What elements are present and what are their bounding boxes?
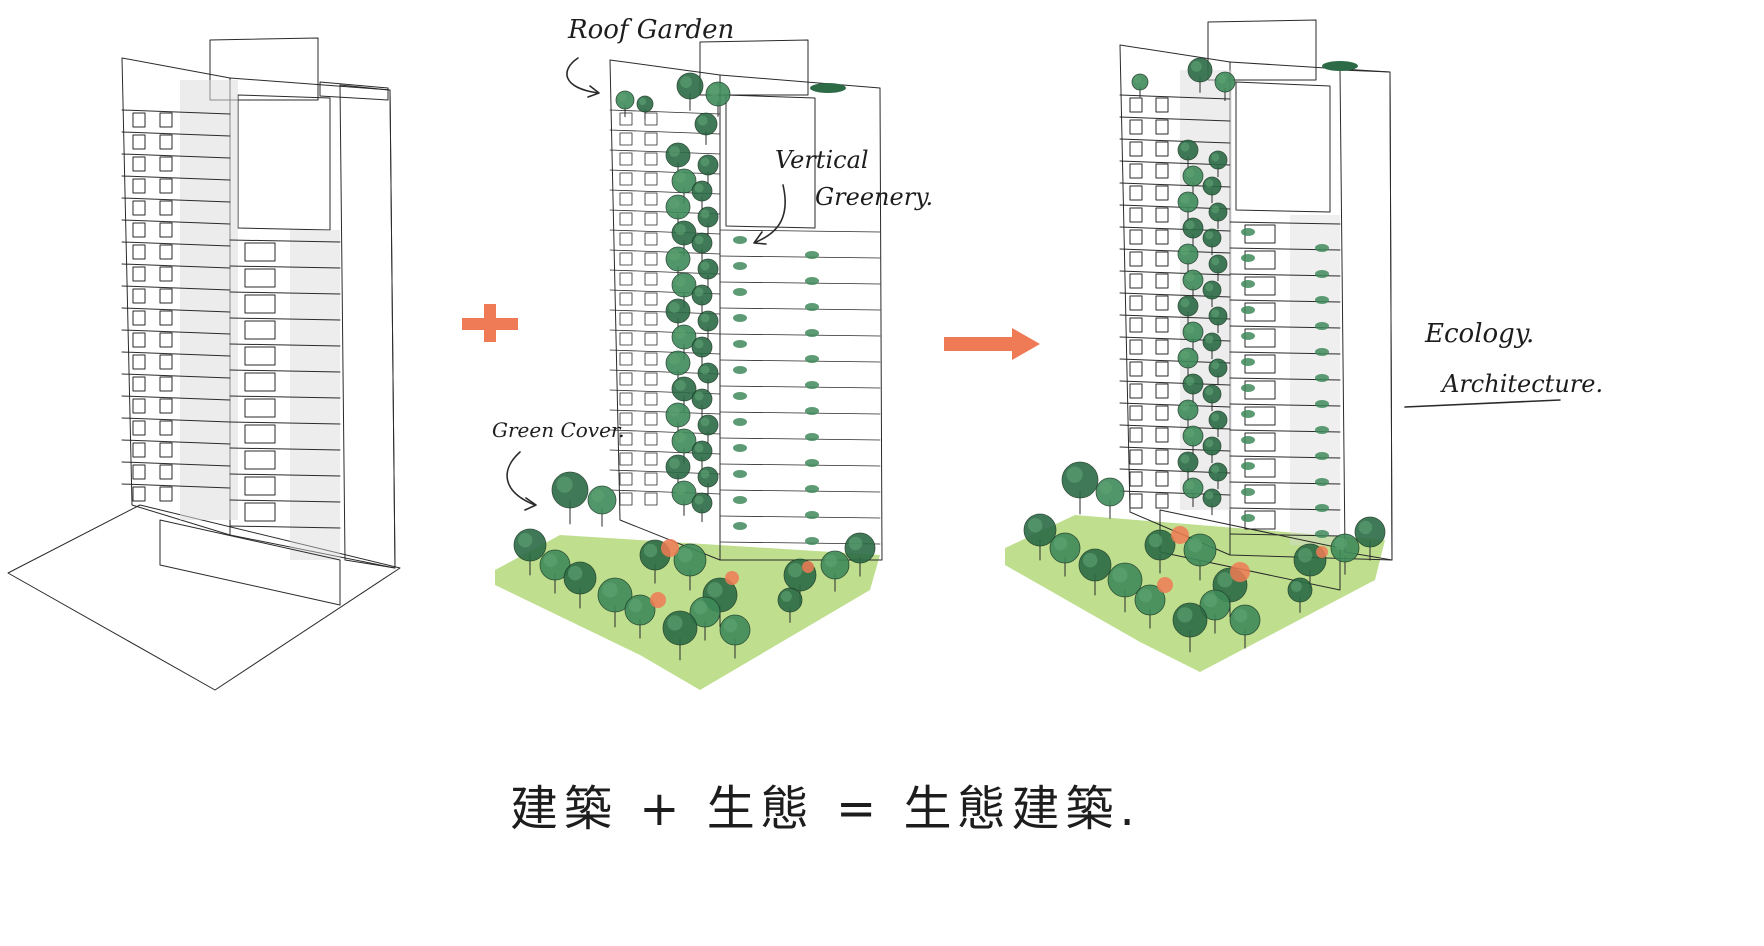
- planter: [1241, 462, 1255, 470]
- planter: [733, 418, 747, 426]
- planter: [733, 496, 747, 504]
- planter: [733, 314, 747, 322]
- label-vertical: Vertical: [775, 146, 869, 174]
- tree: [698, 311, 718, 340]
- annotation-ecology-architecture: Ecology. Architecture.: [1405, 319, 1603, 407]
- tree: [692, 493, 712, 522]
- tree: [698, 155, 718, 184]
- planter: [1315, 504, 1329, 512]
- planter: [1315, 270, 1329, 278]
- planter: [1315, 322, 1329, 330]
- planter: [733, 236, 747, 244]
- planter: [805, 459, 819, 467]
- planter: [805, 433, 819, 441]
- building-ecological: [1005, 20, 1392, 672]
- tree: [692, 181, 712, 210]
- tree: [698, 467, 718, 496]
- planter: [733, 392, 747, 400]
- planter: [1315, 530, 1329, 538]
- tree: [637, 96, 653, 119]
- planter: [805, 303, 819, 311]
- planter: [1241, 358, 1255, 366]
- planter: [733, 340, 747, 348]
- planter: [733, 444, 747, 452]
- annotation-vertical-greenery: Vertical Greenery.: [754, 146, 933, 244]
- plus-icon: [462, 304, 518, 342]
- planter: [1241, 436, 1255, 444]
- planter: [1241, 228, 1255, 236]
- planter: [1241, 280, 1255, 288]
- planter: [1315, 244, 1329, 252]
- tree: [692, 337, 712, 366]
- tree: [698, 363, 718, 392]
- tree: [698, 207, 718, 236]
- tree: [698, 415, 718, 444]
- tree: [692, 285, 712, 314]
- planter: [805, 485, 819, 493]
- tree: [692, 441, 712, 470]
- roof-planter: [810, 83, 846, 93]
- tree: [672, 481, 696, 516]
- planter: [733, 262, 747, 270]
- label-greenery: Greenery.: [815, 183, 933, 211]
- planter: [1241, 384, 1255, 392]
- planter: [1241, 254, 1255, 262]
- label-ecology: Ecology.: [1424, 319, 1534, 349]
- label-roof-garden: Roof Garden: [567, 15, 734, 45]
- planter: [1315, 452, 1329, 460]
- building-plain: [8, 38, 400, 690]
- arrow-right-icon: [944, 328, 1040, 360]
- planter: [1241, 332, 1255, 340]
- planter: [1315, 400, 1329, 408]
- planter: [805, 277, 819, 285]
- tree: [692, 233, 712, 262]
- planter: [1241, 306, 1255, 314]
- planter: [733, 522, 747, 530]
- caption-equation: 建築 + 生態 = 生態建築.: [510, 781, 1141, 837]
- tree: [1096, 478, 1124, 519]
- tree: [698, 259, 718, 288]
- tree: [1062, 462, 1098, 514]
- planter: [805, 355, 819, 363]
- planter: [805, 251, 819, 259]
- planter: [1315, 478, 1329, 486]
- greenery-layer: [495, 40, 882, 690]
- planter: [733, 288, 747, 296]
- annotation-roof-garden: Roof Garden: [567, 15, 734, 97]
- tree: [695, 113, 717, 145]
- tree: [552, 472, 588, 524]
- planter: [733, 470, 747, 478]
- planter: [1315, 426, 1329, 434]
- planter: [1241, 410, 1255, 418]
- planter: [1315, 296, 1329, 304]
- label-green-cover: Green Cover.: [492, 418, 625, 442]
- planter: [1315, 374, 1329, 382]
- roof-planter: [1322, 61, 1358, 71]
- planter: [805, 537, 819, 545]
- planter: [1315, 348, 1329, 356]
- planter: [1241, 514, 1255, 522]
- planter: [805, 329, 819, 337]
- tree: [588, 486, 616, 527]
- label-architecture: Architecture.: [1440, 370, 1603, 398]
- planter: [733, 366, 747, 374]
- tree: [1203, 489, 1221, 515]
- tree: [677, 73, 703, 111]
- tree: [1132, 74, 1148, 97]
- planter: [805, 407, 819, 415]
- planter: [805, 511, 819, 519]
- planter: [1241, 488, 1255, 496]
- planter: [805, 381, 819, 389]
